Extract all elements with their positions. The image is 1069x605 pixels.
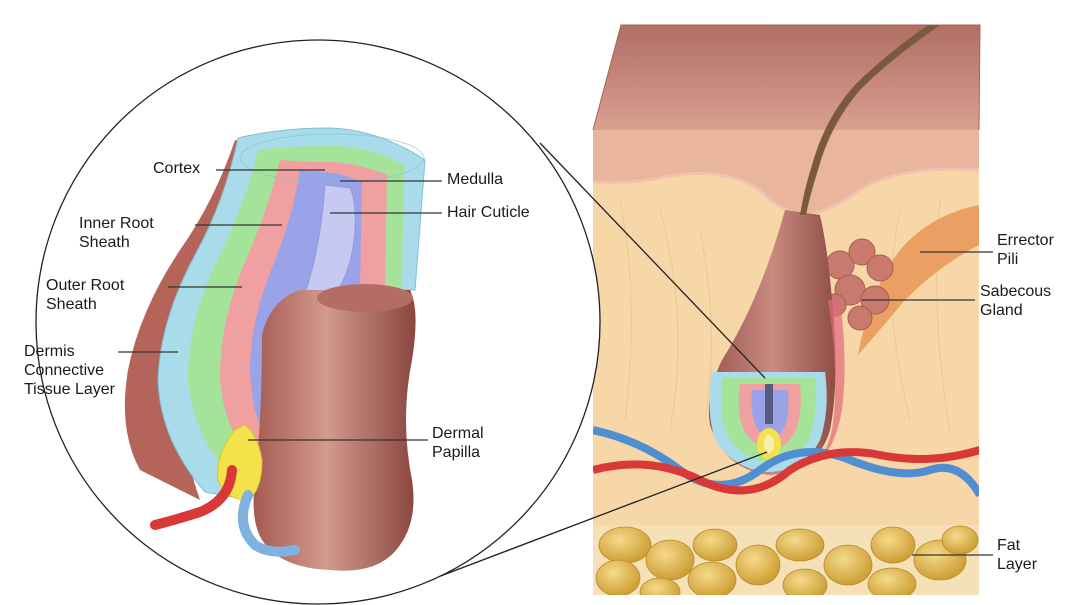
skin-surface: [593, 25, 980, 130]
label-errector-pili: Errector Pili: [997, 231, 1054, 269]
label-cortex: Cortex: [153, 159, 200, 178]
skin-cross-section: [593, 5, 983, 605]
detail-outer-wall-front: [254, 290, 416, 571]
bulb-papilla-core: [764, 435, 774, 453]
label-outer-root-sheath: Outer Root Sheath: [46, 276, 124, 314]
label-sebaceous-gland: Sabecous Gland: [980, 282, 1051, 320]
bulb-shaft: [765, 384, 773, 424]
label-dermal-papilla: Dermal Papilla: [432, 424, 484, 462]
label-fat-layer: Fat Layer: [997, 536, 1037, 574]
detail-front-top: [317, 284, 413, 312]
label-dermis: Dermis Connective Tissue Layer: [24, 342, 115, 399]
label-hair-cuticle: Hair Cuticle: [447, 203, 530, 222]
label-medulla: Medulla: [447, 170, 503, 189]
label-inner-root-sheath: Inner Root Sheath: [79, 214, 154, 252]
